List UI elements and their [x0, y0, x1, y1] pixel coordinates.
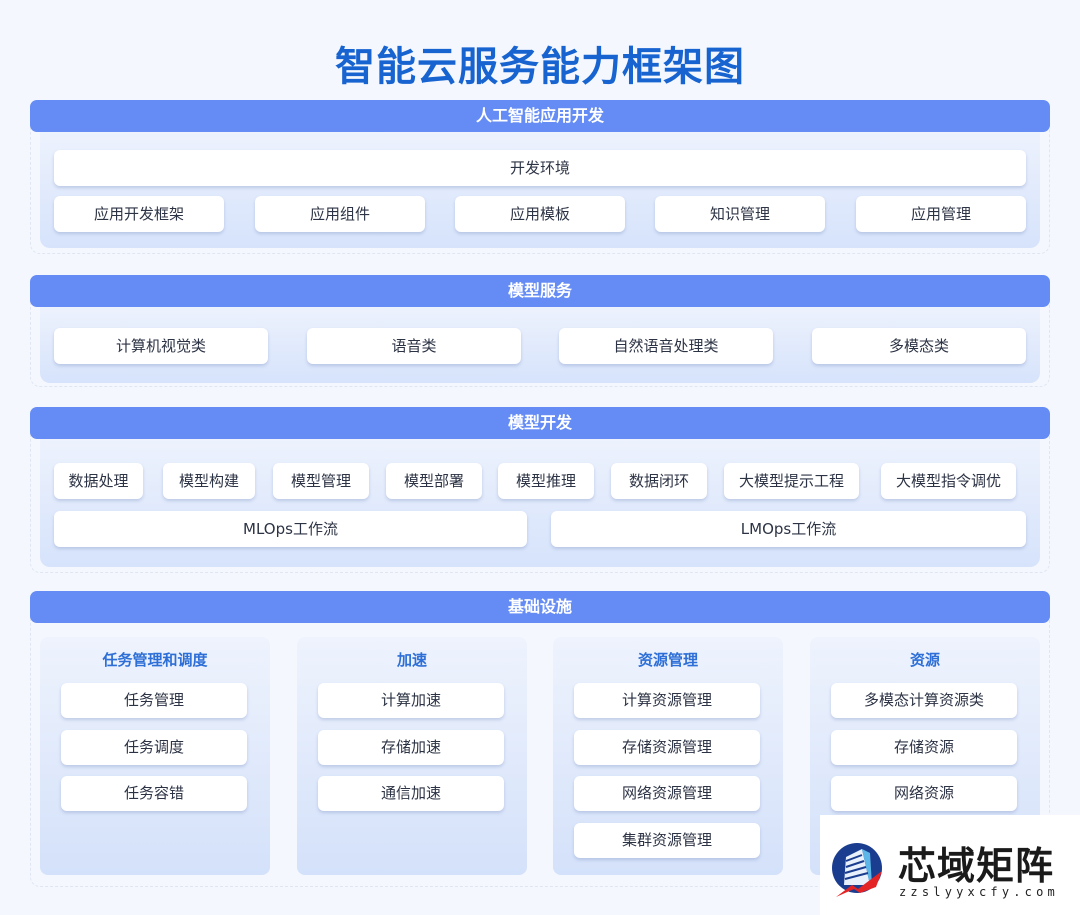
- infra-item: 网络资源管理: [574, 776, 760, 811]
- section-header: 模型开发: [30, 407, 1050, 439]
- infra-item: 任务容错: [61, 776, 247, 811]
- dev-item: 模型管理: [273, 463, 369, 499]
- dev-item: 数据闭环: [611, 463, 707, 499]
- watermark-logo: 芯域矩阵 zzslyyxcfy.com: [820, 815, 1080, 915]
- service-item: 语音类: [307, 328, 521, 364]
- service-item: 多模态类: [812, 328, 1026, 364]
- infra-item: 集群资源管理: [574, 823, 760, 858]
- section-model-service: 模型服务 计算机视觉类 语音类 自然语音处理类 多模态类: [30, 275, 1050, 387]
- app-item: 应用开发框架: [54, 196, 224, 232]
- dev-item: 数据处理: [54, 463, 143, 499]
- section-header: 人工智能应用开发: [30, 100, 1050, 132]
- watermark-name: 芯域矩阵: [898, 843, 1055, 888]
- service-item: 自然语音处理类: [559, 328, 773, 364]
- dev-item: 大模型提示工程: [724, 463, 859, 499]
- infra-item: 网络资源: [831, 776, 1017, 811]
- watermark-domain: zzslyyxcfy.com: [899, 885, 1059, 899]
- service-item: 计算机视觉类: [54, 328, 268, 364]
- infra-item: 存储资源管理: [574, 730, 760, 765]
- section-model-dev: 模型开发 数据处理 模型构建 模型管理 模型部署 模型推理 数据闭环 大模型提示…: [30, 407, 1050, 573]
- mlops-workflow: MLOps工作流: [54, 511, 527, 547]
- section-body: 数据处理 模型构建 模型管理 模型部署 模型推理 数据闭环 大模型提示工程 大模…: [40, 439, 1040, 567]
- app-item: 应用管理: [856, 196, 1026, 232]
- app-item: 应用组件: [255, 196, 425, 232]
- dev-item: 大模型指令调优: [881, 463, 1016, 499]
- infra-item: 计算资源管理: [574, 683, 760, 718]
- section-body: 开发环境 应用开发框架 应用组件 应用模板 知识管理 应用管理: [40, 132, 1040, 248]
- dev-item: 模型部署: [386, 463, 482, 499]
- dev-env-box: 开发环境: [54, 150, 1026, 186]
- infra-item: 存储资源: [831, 730, 1017, 765]
- infra-item: 多模态计算资源类: [831, 683, 1017, 718]
- section-body: 计算机视觉类 语音类 自然语音处理类 多模态类: [40, 307, 1040, 383]
- section-header: 基础设施: [30, 591, 1050, 623]
- page-title: 智能云服务能力框架图: [335, 44, 745, 90]
- section-infrastructure: 基础设施 任务管理和调度 任务管理 任务调度 任务容错 加速 计算加速 存储加速…: [30, 591, 1050, 887]
- lmops-workflow: LMOps工作流: [551, 511, 1026, 547]
- dev-item: 模型构建: [163, 463, 255, 499]
- infra-column-resource-mgmt: 资源管理 计算资源管理 存储资源管理 网络资源管理 集群资源管理: [553, 637, 783, 875]
- column-title: 资源: [909, 651, 940, 669]
- infra-column-task: 任务管理和调度 任务管理 任务调度 任务容错: [40, 637, 270, 875]
- infra-item: 任务管理: [61, 683, 247, 718]
- infra-item: 存储加速: [318, 730, 504, 765]
- app-item: 应用模板: [455, 196, 625, 232]
- infra-item: 计算加速: [318, 683, 504, 718]
- section-header: 模型服务: [30, 275, 1050, 307]
- column-title: 任务管理和调度: [102, 651, 208, 669]
- section-ai-app-dev: 人工智能应用开发 开发环境 应用开发框架 应用组件 应用模板 知识管理 应用管理: [30, 100, 1050, 254]
- column-title: 加速: [396, 651, 427, 669]
- column-title: 资源管理: [637, 651, 698, 669]
- infra-item: 任务调度: [61, 730, 247, 765]
- app-item: 知识管理: [655, 196, 825, 232]
- building-globe-logo-icon: [832, 843, 882, 897]
- infra-column-acceleration: 加速 计算加速 存储加速 通信加速: [297, 637, 527, 875]
- infra-item: 通信加速: [318, 776, 504, 811]
- dev-item: 模型推理: [498, 463, 594, 499]
